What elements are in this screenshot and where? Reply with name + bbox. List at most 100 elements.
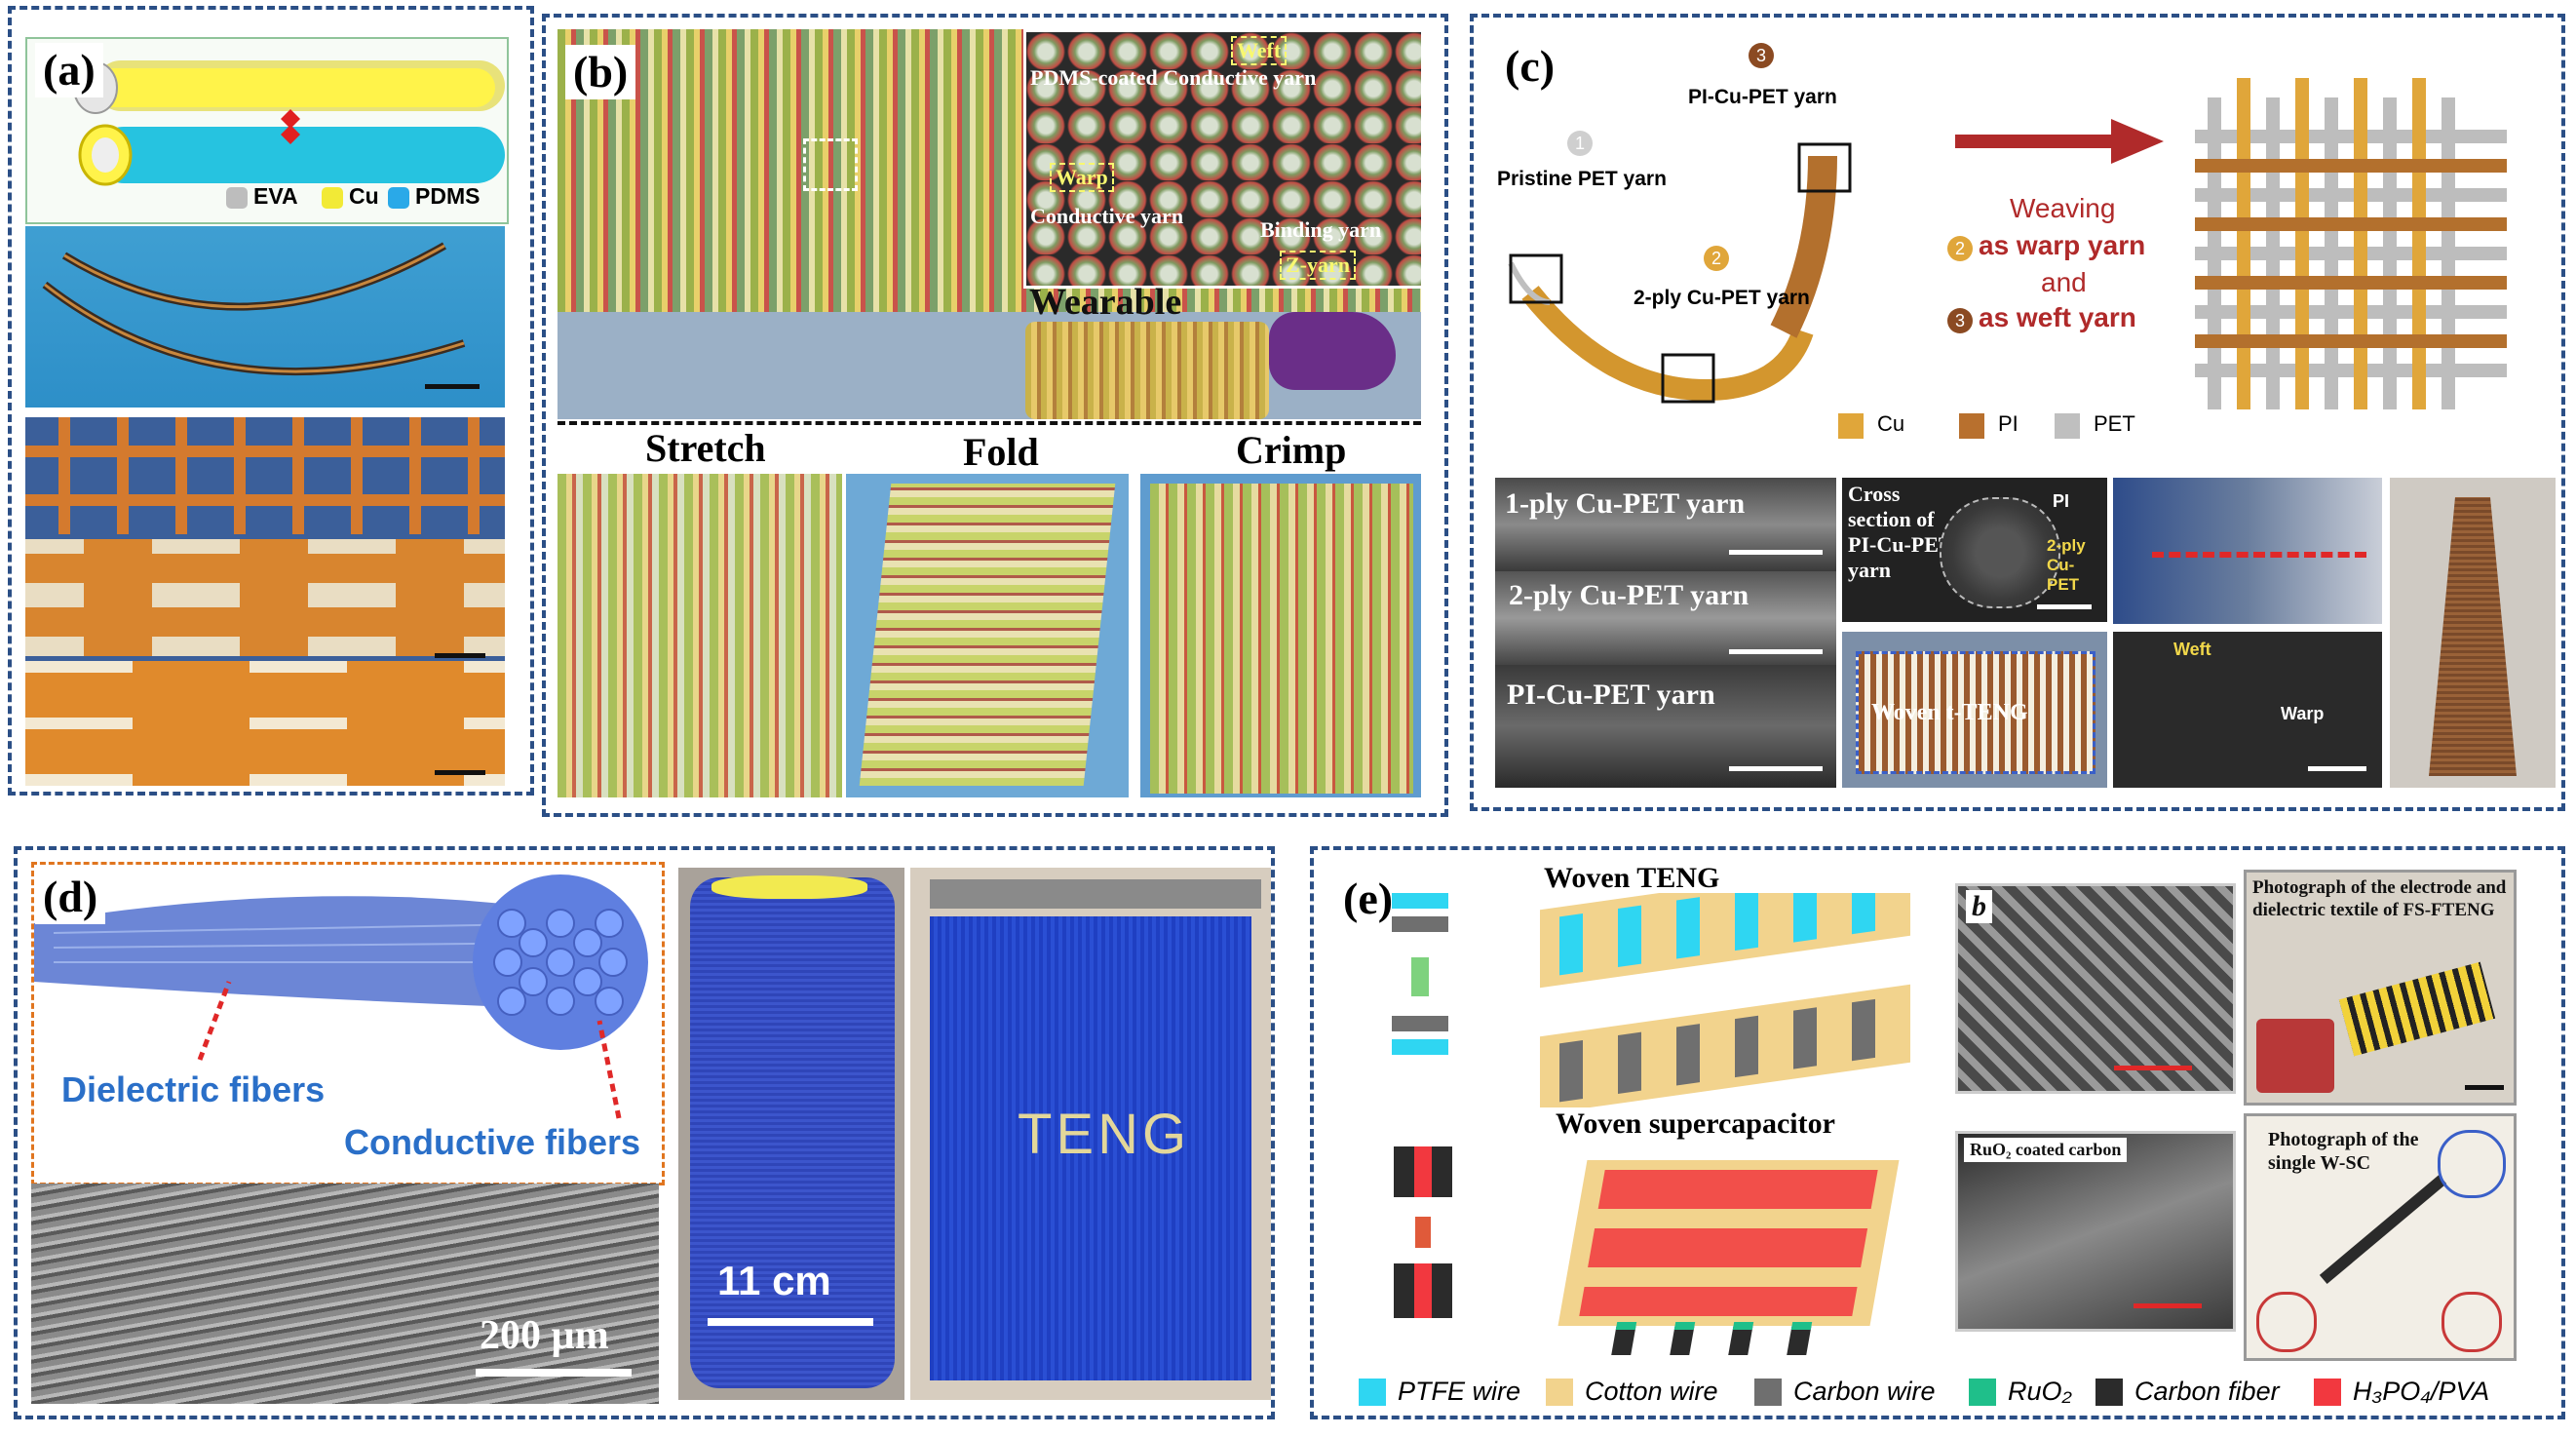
panel-e-frame <box>1310 846 2565 1419</box>
conductive-yarn-callout: Conductive yarn <box>1030 204 1184 228</box>
weft-yarn-text: as weft yarn <box>1979 302 2136 332</box>
cross-2ply-label: 2-ply Cu-PET <box>2047 536 2086 594</box>
fold-label: Fold <box>963 430 1039 474</box>
fs-fteng-photo: Photograph of the electrode and dielectr… <box>2244 870 2517 1106</box>
dielectric-label: Dielectric fibers <box>61 1069 326 1109</box>
legend-cu-label: Cu <box>1877 411 1905 436</box>
glove <box>1269 312 1396 390</box>
loom-arrow <box>2152 552 2366 558</box>
cross-disc <box>1940 497 2060 608</box>
ruo2-coated-label: RuO₂ coated carbon <box>1964 1138 2128 1162</box>
panel-c-label: (c) <box>1497 39 1563 94</box>
legend-ruo2-swatch <box>1969 1379 1996 1406</box>
panel-e-label: (e) <box>1335 872 1402 926</box>
fiber-curves <box>42 242 466 376</box>
cross-scale <box>2037 604 2092 609</box>
cross-label: Cross section of PI-Cu-PET yarn <box>1848 482 1953 582</box>
sc-arrow <box>1415 1217 1431 1248</box>
sem-pi-scale <box>1729 766 1823 771</box>
spool-cap <box>711 875 867 899</box>
w-sc-caption: Photograph of the single W-SC <box>2268 1129 2419 1174</box>
sc-mode-icons <box>1394 1146 1452 1361</box>
legend-cotton-label: Cotton wire <box>1585 1377 1718 1406</box>
fiber-sem: 200 µm <box>31 1184 659 1404</box>
fs-fteng-scale <box>2465 1085 2504 1090</box>
sem-1ply: 1-ply Cu-PET yarn <box>1495 478 1836 571</box>
sem-2ply: 2-ply Cu-PET yarn <box>1495 571 1836 665</box>
teng-arrow <box>1411 957 1429 996</box>
ruo2-sem: RuO₂ coated carbon <box>1955 1131 2236 1332</box>
weft-warp-sem: Weft Warp <box>2113 632 2382 788</box>
woven-tteng-label: Woven t-TENG <box>1871 700 2028 725</box>
sem-2ply-label: 2-ply Cu-PET yarn <box>1509 579 1749 611</box>
panel-a-mesh-photo <box>25 417 505 786</box>
woven-teng-title: Woven TENG <box>1544 862 1720 894</box>
scale-bar-a2 <box>435 653 485 658</box>
ruo2-scale <box>2134 1303 2202 1308</box>
sem-1ply-scale <box>1729 550 1823 555</box>
stretch-label: Stretch <box>645 426 766 470</box>
panel-a-frame <box>8 6 534 796</box>
zoom-box <box>803 138 858 191</box>
woven-teng-schematic <box>1540 893 1910 1107</box>
two-ply-label: 2-ply Cu-PET yarn <box>1634 287 1810 309</box>
spool <box>2429 497 2517 776</box>
legend-cu-swatch <box>1838 413 1864 439</box>
seal-3 <box>2441 1292 2502 1352</box>
panel-b-frame <box>542 14 1448 817</box>
cu-label: Cu <box>349 183 379 209</box>
legend-ptfe-swatch <box>1359 1379 1386 1406</box>
legend-ruo2-label: RuO₂ <box>2008 1377 2072 1406</box>
teng-state1 <box>1392 893 1448 932</box>
cu-swatch <box>322 187 343 209</box>
cross-section: Cross section of PI-Cu-PET yarn PI 2-ply… <box>1842 478 2107 622</box>
yarn-schematic <box>1508 142 1852 404</box>
woven-tteng-fabric <box>1856 651 2095 774</box>
multimeter <box>2256 1019 2334 1093</box>
fs-fteng-textile <box>2338 961 2496 1057</box>
binding-yarn-callout: Binding yarn <box>1260 217 1382 242</box>
eva-swatch <box>226 187 248 209</box>
woven-teng-sem: b <box>1955 883 2236 1094</box>
pristine-pet-label: Pristine PET yarn <box>1497 168 1667 190</box>
warp-badge: 2 <box>1947 236 1973 261</box>
yarn-spool-photo: 11 cm <box>678 868 904 1400</box>
woven-sc-title: Woven supercapacitor <box>1556 1107 1835 1140</box>
scale-bar-a3 <box>435 770 485 775</box>
panel-d-label: (d) <box>35 870 106 924</box>
sem-pi-label: PI-Cu-PET yarn <box>1507 679 1715 711</box>
fiber-bundle-schematic: Dielectric fibers Conductive fibers <box>31 862 665 1185</box>
pi-cu-pet-label: PI-Cu-PET yarn <box>1688 86 1837 108</box>
fold-fabric <box>859 484 1116 786</box>
panel-b-fabric-photo: Weft PDMS-coated Conductive yarn Warp Co… <box>557 29 1421 419</box>
warp-yarn-text: as warp yarn <box>1979 230 2146 260</box>
and-text: and <box>2041 267 2087 297</box>
fiber-bundle-svg <box>34 874 648 1119</box>
yarn-number-3: 3 <box>1749 43 1774 68</box>
yarn-number-2: 2 <box>1704 246 1729 271</box>
teng-state2 <box>1392 1016 1448 1055</box>
legend-carbon-wire-label: Carbon wire <box>1793 1377 1936 1406</box>
scale-bar-a1 <box>425 384 480 389</box>
seal-1 <box>2438 1130 2506 1198</box>
copper-mesh <box>25 417 505 786</box>
warp-label: Warp <box>2281 704 2325 723</box>
legend-pi-label: PI <box>1998 411 2019 436</box>
legend-ptfe-label: PTFE wire <box>1398 1377 1521 1406</box>
legend-pet-label: PET <box>2094 411 2135 436</box>
legend-pi-swatch <box>1959 413 1984 439</box>
teng-stitched-text: TENG <box>1018 1103 1191 1166</box>
legend-h3po4-swatch <box>2314 1379 2341 1406</box>
blue-textile <box>930 916 1251 1380</box>
panel-d-frame <box>14 846 1275 1419</box>
weaving-arrow <box>1955 119 2164 164</box>
sem-b-label: b <box>1966 890 1992 923</box>
sc-cell1 <box>1394 1146 1452 1197</box>
panel-c-frame <box>1470 14 2565 811</box>
weft-label: Weft <box>2173 640 2211 659</box>
pdms-swatch <box>388 187 409 209</box>
legend-cotton-swatch <box>1546 1379 1573 1406</box>
legend-carbon-fiber-label: Carbon fiber <box>2134 1377 2280 1406</box>
scale-bar-11 <box>708 1318 873 1326</box>
crimp-fabric <box>1150 484 1413 794</box>
